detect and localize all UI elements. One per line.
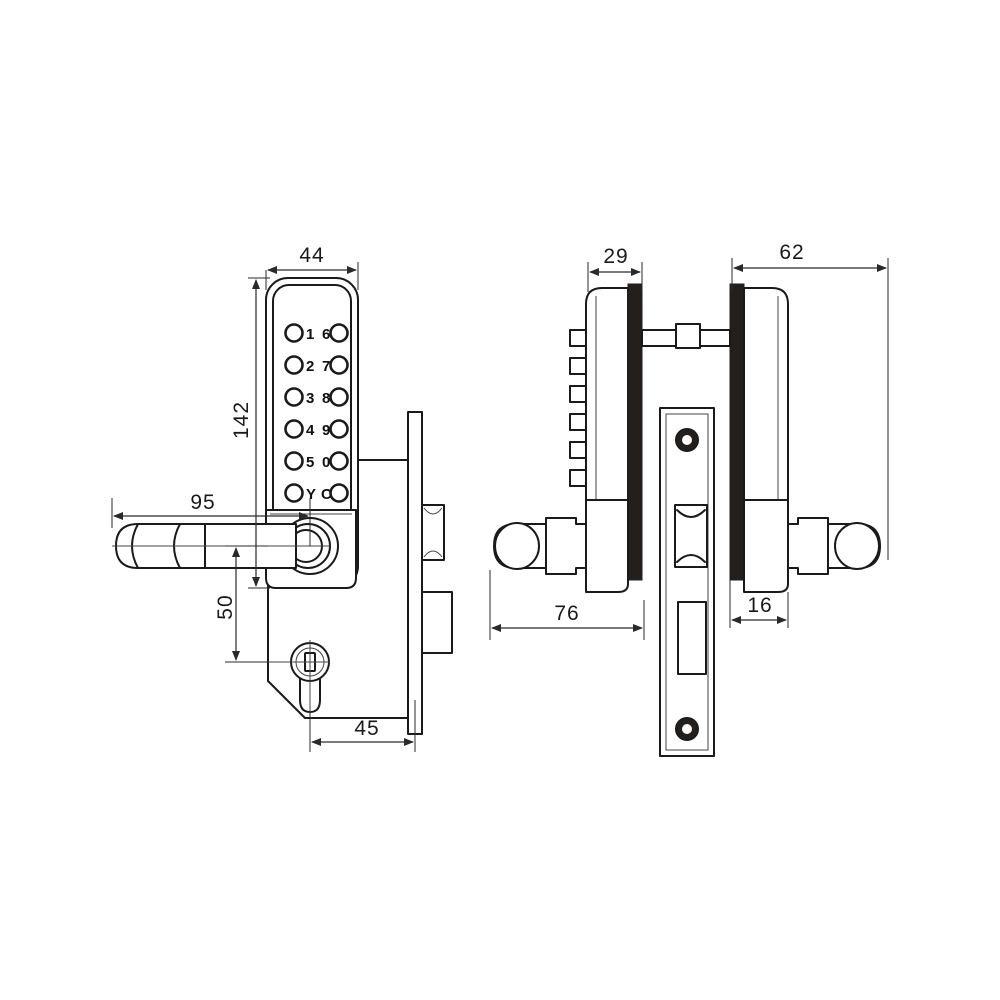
keypad-side-rose-boss bbox=[585, 499, 629, 593]
dimension-label-29: 29 bbox=[603, 245, 628, 268]
keypad-button-8[interactable] bbox=[329, 387, 349, 407]
spindle-collar bbox=[675, 323, 701, 349]
latch-bolt-bevel-top bbox=[423, 507, 443, 515]
rear-side-rose-boss bbox=[743, 499, 789, 593]
keypad-button-9[interactable] bbox=[329, 419, 349, 439]
latch-bolt-front bbox=[421, 504, 445, 561]
dimension-label-16: 16 bbox=[747, 594, 772, 617]
dimension-depth-16: 16 bbox=[729, 580, 789, 628]
faceplate-screw-hole-top-inner bbox=[682, 435, 692, 445]
keypad-label-7: 7 bbox=[322, 358, 330, 375]
dimension-height-142: 142 bbox=[230, 277, 270, 589]
keypad-button-0[interactable] bbox=[329, 451, 349, 471]
left-lever-end-ellipse bbox=[494, 522, 540, 570]
dimension-depth-76: 76 bbox=[489, 570, 645, 640]
keypad-plate-side bbox=[569, 283, 643, 593]
keypad-button-5[interactable] bbox=[284, 451, 304, 471]
keypad-label-0: 0 bbox=[322, 454, 330, 471]
keypad-label-2: 2 bbox=[306, 358, 314, 375]
keypad-label-5: 5 bbox=[306, 454, 314, 471]
latch-bolt-bevel-upper bbox=[676, 509, 706, 518]
dimension-backset-45: 45 bbox=[309, 700, 416, 752]
right-lever-end-ellipse bbox=[834, 522, 880, 570]
keypad-label-3: 3 bbox=[306, 390, 314, 407]
dimension-label-76: 76 bbox=[554, 602, 579, 625]
lever-handle-side-left bbox=[493, 517, 587, 575]
dimension-label-50: 50 bbox=[214, 594, 237, 619]
button-edge-profile-5 bbox=[569, 441, 587, 459]
dimension-label-62: 62 bbox=[779, 241, 804, 264]
dimension-length-95: 95 bbox=[111, 491, 311, 546]
keypad-label-8: 8 bbox=[322, 390, 330, 407]
keypad-label-1: 1 bbox=[306, 326, 314, 343]
latch-bolt-bevel-bottom bbox=[423, 550, 443, 558]
rear-plate-side bbox=[729, 283, 789, 593]
latch-bolt-bevel-lower bbox=[676, 554, 706, 563]
rear-plate-mounting-face bbox=[729, 283, 745, 581]
dimension-depth-29: 29 bbox=[587, 245, 643, 292]
button-edge-profile-1 bbox=[569, 329, 587, 347]
faceplate-inner-border bbox=[665, 413, 709, 751]
spindle-bar bbox=[641, 323, 731, 349]
latch-bolt-opening bbox=[674, 504, 708, 568]
button-edge-profile-3 bbox=[569, 385, 587, 403]
keypad-button-6[interactable] bbox=[329, 323, 349, 343]
faceplate-screw-hole-bottom-inner bbox=[682, 724, 692, 734]
faceplate-plate bbox=[659, 407, 715, 757]
dimension-label-142: 142 bbox=[230, 401, 253, 439]
keypad-button-1[interactable] bbox=[284, 323, 304, 343]
keypad-label-y: Y bbox=[306, 486, 316, 503]
keypad-button-2[interactable] bbox=[284, 355, 304, 375]
lever-handle-side-right bbox=[787, 517, 881, 575]
dimension-depth-62: 62 bbox=[731, 241, 889, 560]
keypad-label-c: C bbox=[321, 486, 332, 503]
keypad-button-3[interactable] bbox=[284, 387, 304, 407]
dead-bolt-opening bbox=[677, 601, 707, 675]
keypad-label-4: 4 bbox=[306, 422, 315, 439]
side-elevation-view: 29 62 76 16 bbox=[489, 241, 889, 757]
keypad-label-9: 9 bbox=[322, 422, 330, 439]
lock-faceplate-side bbox=[659, 407, 715, 757]
front-elevation-view: 1 6 2 7 3 8 4 9 5 bbox=[111, 244, 453, 752]
faceplate-strip bbox=[407, 411, 423, 735]
keypad-button-7[interactable] bbox=[329, 355, 349, 375]
keypad-label-6: 6 bbox=[322, 326, 330, 343]
dead-bolt-front bbox=[421, 591, 453, 654]
keypad-buttons: 1 6 2 7 3 8 4 9 5 bbox=[284, 323, 349, 503]
keypad-button-4[interactable] bbox=[284, 419, 304, 439]
dimension-width-44: 44 bbox=[265, 244, 359, 290]
button-edge-profile-6 bbox=[569, 469, 587, 487]
dimension-label-45: 45 bbox=[354, 717, 379, 740]
keypad-plate-mounting-face bbox=[627, 283, 643, 581]
button-edge-profile-2 bbox=[569, 357, 587, 375]
dimension-label-95: 95 bbox=[190, 491, 215, 514]
dimension-label-44: 44 bbox=[299, 244, 324, 267]
keypad-button-y[interactable] bbox=[284, 483, 304, 503]
button-edge-profile-4 bbox=[569, 413, 587, 431]
keypad-button-c[interactable] bbox=[329, 483, 349, 503]
dimension-offset-50: 50 bbox=[214, 545, 268, 663]
